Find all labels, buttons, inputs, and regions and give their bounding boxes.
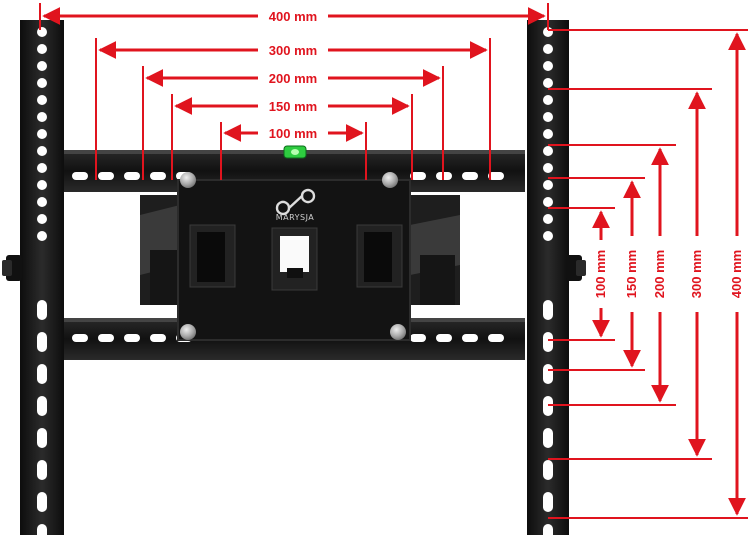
rail-slot: [98, 172, 114, 180]
dimension-label: 400 mm: [269, 9, 317, 24]
rail-slot: [72, 334, 88, 342]
horizontal-dimensions: 400 mm 300 mm 200 mm 150 mm: [39, 3, 549, 180]
screw: [180, 172, 196, 188]
bracket-slot: [37, 492, 47, 512]
bracket-hole: [37, 146, 47, 156]
bracket-slot: [543, 300, 553, 320]
tv-wall-mount: MARYSJA: [2, 20, 586, 540]
bubble-level: [283, 145, 307, 159]
bracket-hole: [37, 231, 47, 241]
bracket-hole: [37, 44, 47, 54]
vertical-dimensions: 100 mm 150 mm 200 mm 300 mm: [548, 29, 748, 519]
screw: [390, 324, 406, 340]
brand-name: MARYSJA: [276, 213, 315, 222]
screw: [180, 324, 196, 340]
rail-slot: [488, 334, 504, 342]
bracket-hole: [37, 61, 47, 71]
rail-slot: [488, 172, 504, 180]
dimension-100mm-horizontal: 100 mm: [220, 122, 367, 180]
screw: [382, 172, 398, 188]
dimension-400mm-horizontal: 400 mm: [39, 3, 549, 30]
bracket-slot: [37, 364, 47, 384]
bracket-hole: [543, 197, 553, 207]
bracket-hole: [543, 146, 553, 156]
bracket-slot: [543, 428, 553, 448]
bracket-slot: [37, 396, 47, 416]
bracket-holes: [37, 27, 553, 540]
dimension-label: 100 mm: [269, 126, 317, 141]
link-logo-icon: [275, 188, 316, 216]
bracket-slot: [543, 364, 553, 384]
bracket-hole: [543, 44, 553, 54]
dimension-label: 150 mm: [269, 99, 317, 114]
rail-slot: [410, 334, 426, 342]
rail-slot: [462, 172, 478, 180]
bracket-hole: [543, 61, 553, 71]
bracket-hole: [37, 214, 47, 224]
rail-slot: [124, 334, 140, 342]
rail-slot: [150, 172, 166, 180]
rail-slot: [150, 334, 166, 342]
rail-slot: [462, 334, 478, 342]
bracket-hole: [543, 180, 553, 190]
brand-logo: MARYSJA: [275, 188, 316, 222]
dimension-label: 200 mm: [652, 250, 667, 298]
bracket-hole: [543, 231, 553, 241]
dimension-300mm-horizontal: 300 mm: [95, 38, 491, 180]
left-vertical-bracket: [2, 20, 64, 535]
dimension-200mm-vertical: 200 mm: [548, 144, 676, 406]
dimension-400mm-vertical: 400 mm: [548, 29, 748, 519]
bracket-slot: [37, 300, 47, 320]
dimension-200mm-horizontal: 200 mm: [142, 66, 444, 180]
rail-slot: [98, 334, 114, 342]
bracket-hole: [37, 95, 47, 105]
dimension-label: 400 mm: [729, 250, 744, 298]
bracket-hole: [543, 95, 553, 105]
dimension-150mm-vertical: 150 mm: [548, 177, 645, 371]
rail-slot: [436, 334, 452, 342]
rail-slot: [124, 172, 140, 180]
dimension-100mm-vertical: 100 mm: [548, 207, 615, 341]
dimension-label: 200 mm: [269, 71, 317, 86]
bracket-slot: [543, 492, 553, 512]
bracket-hole: [37, 180, 47, 190]
dimension-label: 300 mm: [689, 250, 704, 298]
right-vertical-bracket: [527, 20, 586, 535]
bracket-slot: [543, 524, 553, 540]
bracket-hole: [37, 163, 47, 173]
rail-slot: [72, 172, 88, 180]
bracket-hole: [37, 27, 47, 37]
bracket-hole: [543, 112, 553, 122]
bracket-hole: [37, 129, 47, 139]
bracket-hole: [37, 78, 47, 88]
dimension-300mm-vertical: 300 mm: [548, 88, 712, 460]
rail-slot: [410, 172, 426, 180]
dimension-label: 300 mm: [269, 43, 317, 58]
center-wall-plate: [177, 179, 411, 341]
bracket-slot: [37, 332, 47, 352]
bracket-slot: [37, 460, 47, 480]
bracket-hole: [543, 129, 553, 139]
dimension-label: 100 mm: [593, 250, 608, 298]
bracket-hole: [543, 78, 553, 88]
dimension-label: 150 mm: [624, 250, 639, 298]
bracket-hole: [37, 112, 47, 122]
bracket-slot: [543, 332, 553, 352]
dimension-150mm-horizontal: 150 mm: [171, 94, 413, 180]
bracket-hole: [543, 163, 553, 173]
bracket-slot: [37, 524, 47, 540]
bracket-hole: [37, 197, 47, 207]
bracket-slot: [37, 428, 47, 448]
bracket-slot: [543, 460, 553, 480]
mounting-screws: [180, 172, 406, 340]
bracket-hole: [543, 214, 553, 224]
